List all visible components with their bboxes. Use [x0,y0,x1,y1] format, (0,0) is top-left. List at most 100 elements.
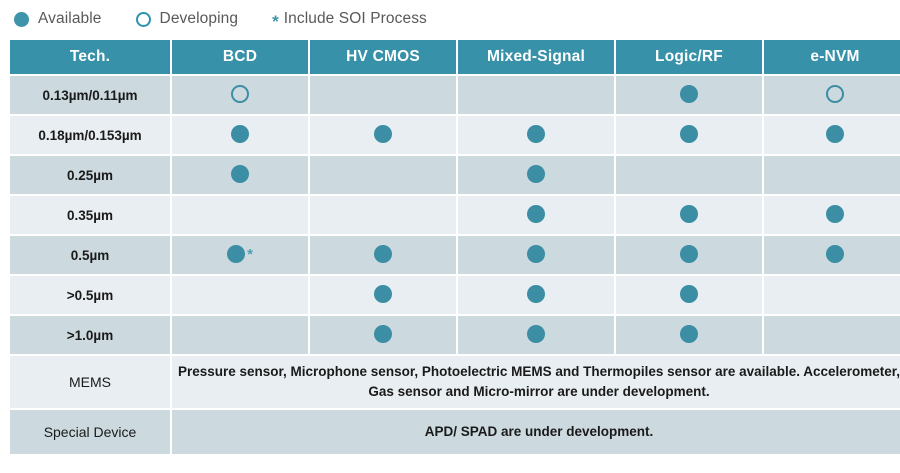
open-circle-icon [135,11,151,27]
asterisk-icon: * [272,11,279,31]
table-header-row: Tech. BCD HV CMOS Mixed-Signal Logic/RF … [10,40,900,74]
cell-bcd [172,196,308,234]
filled-circle-icon [374,244,392,263]
legend-item-available: Available [14,10,102,28]
filled-circle-icon [680,84,698,103]
filled-circle-icon [527,324,545,343]
table-row: >0.5µm [10,276,900,314]
filled-circle-icon [680,284,698,303]
column-header-bcd: BCD [172,40,308,74]
row-label: 0.5µm [10,236,170,274]
filled-circle-icon [231,164,249,183]
cell-mixed-signal [458,156,614,194]
legend-label-developing: Developing [159,10,239,27]
cell-bcd: * [172,236,308,274]
cell-logic-rf [616,116,762,154]
cell-hv-cmos [310,116,456,154]
filled-circle-icon [680,204,698,223]
cell-envm [764,76,900,114]
table-row: >1.0µm [10,316,900,354]
filled-circle-icon [14,11,29,27]
cell-mixed-signal [458,276,614,314]
cell-mixed-signal [458,196,614,234]
filled-circle-icon [527,204,545,223]
filled-circle-star-icon: * [227,244,253,263]
filled-circle-icon [680,124,698,143]
legend-label-soi: Include SOI Process [283,10,427,27]
filled-circle-icon [826,244,844,263]
column-header-envm: e-NVM [764,40,900,74]
note-text: Pressure sensor, Microphone sensor, Phot… [172,356,900,408]
filled-circle-icon [231,124,249,143]
cell-bcd [172,316,308,354]
cell-bcd [172,156,308,194]
filled-circle-icon [374,124,392,143]
filled-circle-icon [680,244,698,263]
cell-mixed-signal [458,116,614,154]
cell-hv-cmos [310,76,456,114]
cell-logic-rf [616,76,762,114]
cell-hv-cmos [310,276,456,314]
legend: Available Developing * Include SOI Proce… [0,0,900,38]
filled-circle-icon [527,284,545,303]
table-row: 0.5µm * [10,236,900,274]
open-circle-icon [231,84,249,103]
column-header-hv-cmos: HV CMOS [310,40,456,74]
cell-envm [764,316,900,354]
note-label: MEMS [10,356,170,408]
cell-envm [764,156,900,194]
cell-hv-cmos [310,236,456,274]
row-label: 0.35µm [10,196,170,234]
cell-envm [764,276,900,314]
technology-table: Tech. BCD HV CMOS Mixed-Signal Logic/RF … [8,38,900,456]
cell-envm [764,196,900,234]
row-label: 0.13µm/0.11µm [10,76,170,114]
legend-item-soi: * Include SOI Process [272,10,427,31]
cell-hv-cmos [310,196,456,234]
filled-circle-icon [680,324,698,343]
legend-label-available: Available [38,10,102,27]
open-circle-icon [826,84,844,103]
cell-mixed-signal [458,316,614,354]
cell-logic-rf [616,276,762,314]
cell-logic-rf [616,156,762,194]
column-header-tech: Tech. [10,40,170,74]
cell-logic-rf [616,236,762,274]
table-row: 0.35µm [10,196,900,234]
column-header-logic-rf: Logic/RF [616,40,762,74]
cell-logic-rf [616,316,762,354]
filled-circle-icon [527,244,545,263]
table-row: 0.13µm/0.11µm [10,76,900,114]
filled-circle-icon [826,204,844,223]
filled-circle-icon [374,324,392,343]
technology-table-wrapper: Tech. BCD HV CMOS Mixed-Signal Logic/RF … [0,38,900,456]
cell-hv-cmos [310,156,456,194]
row-label: 0.25µm [10,156,170,194]
cell-envm [764,236,900,274]
cell-bcd [172,276,308,314]
cell-mixed-signal [458,236,614,274]
table-row: 0.18µm/0.153µm [10,116,900,154]
cell-mixed-signal [458,76,614,114]
note-text: APD/ SPAD are under development. [172,410,900,454]
cell-envm [764,116,900,154]
column-header-mixed-signal: Mixed-Signal [458,40,614,74]
filled-circle-icon [374,284,392,303]
table-row: 0.25µm [10,156,900,194]
cell-bcd [172,116,308,154]
row-label: 0.18µm/0.153µm [10,116,170,154]
table-header: Tech. BCD HV CMOS Mixed-Signal Logic/RF … [10,40,900,74]
cell-hv-cmos [310,316,456,354]
filled-circle-icon [527,124,545,143]
asterisk-icon: * [247,246,253,263]
cell-logic-rf [616,196,762,234]
cell-bcd [172,76,308,114]
note-label: Special Device [10,410,170,454]
row-label: >1.0µm [10,316,170,354]
filled-circle-icon [527,164,545,183]
row-label: >0.5µm [10,276,170,314]
legend-item-developing: Developing [135,10,239,28]
